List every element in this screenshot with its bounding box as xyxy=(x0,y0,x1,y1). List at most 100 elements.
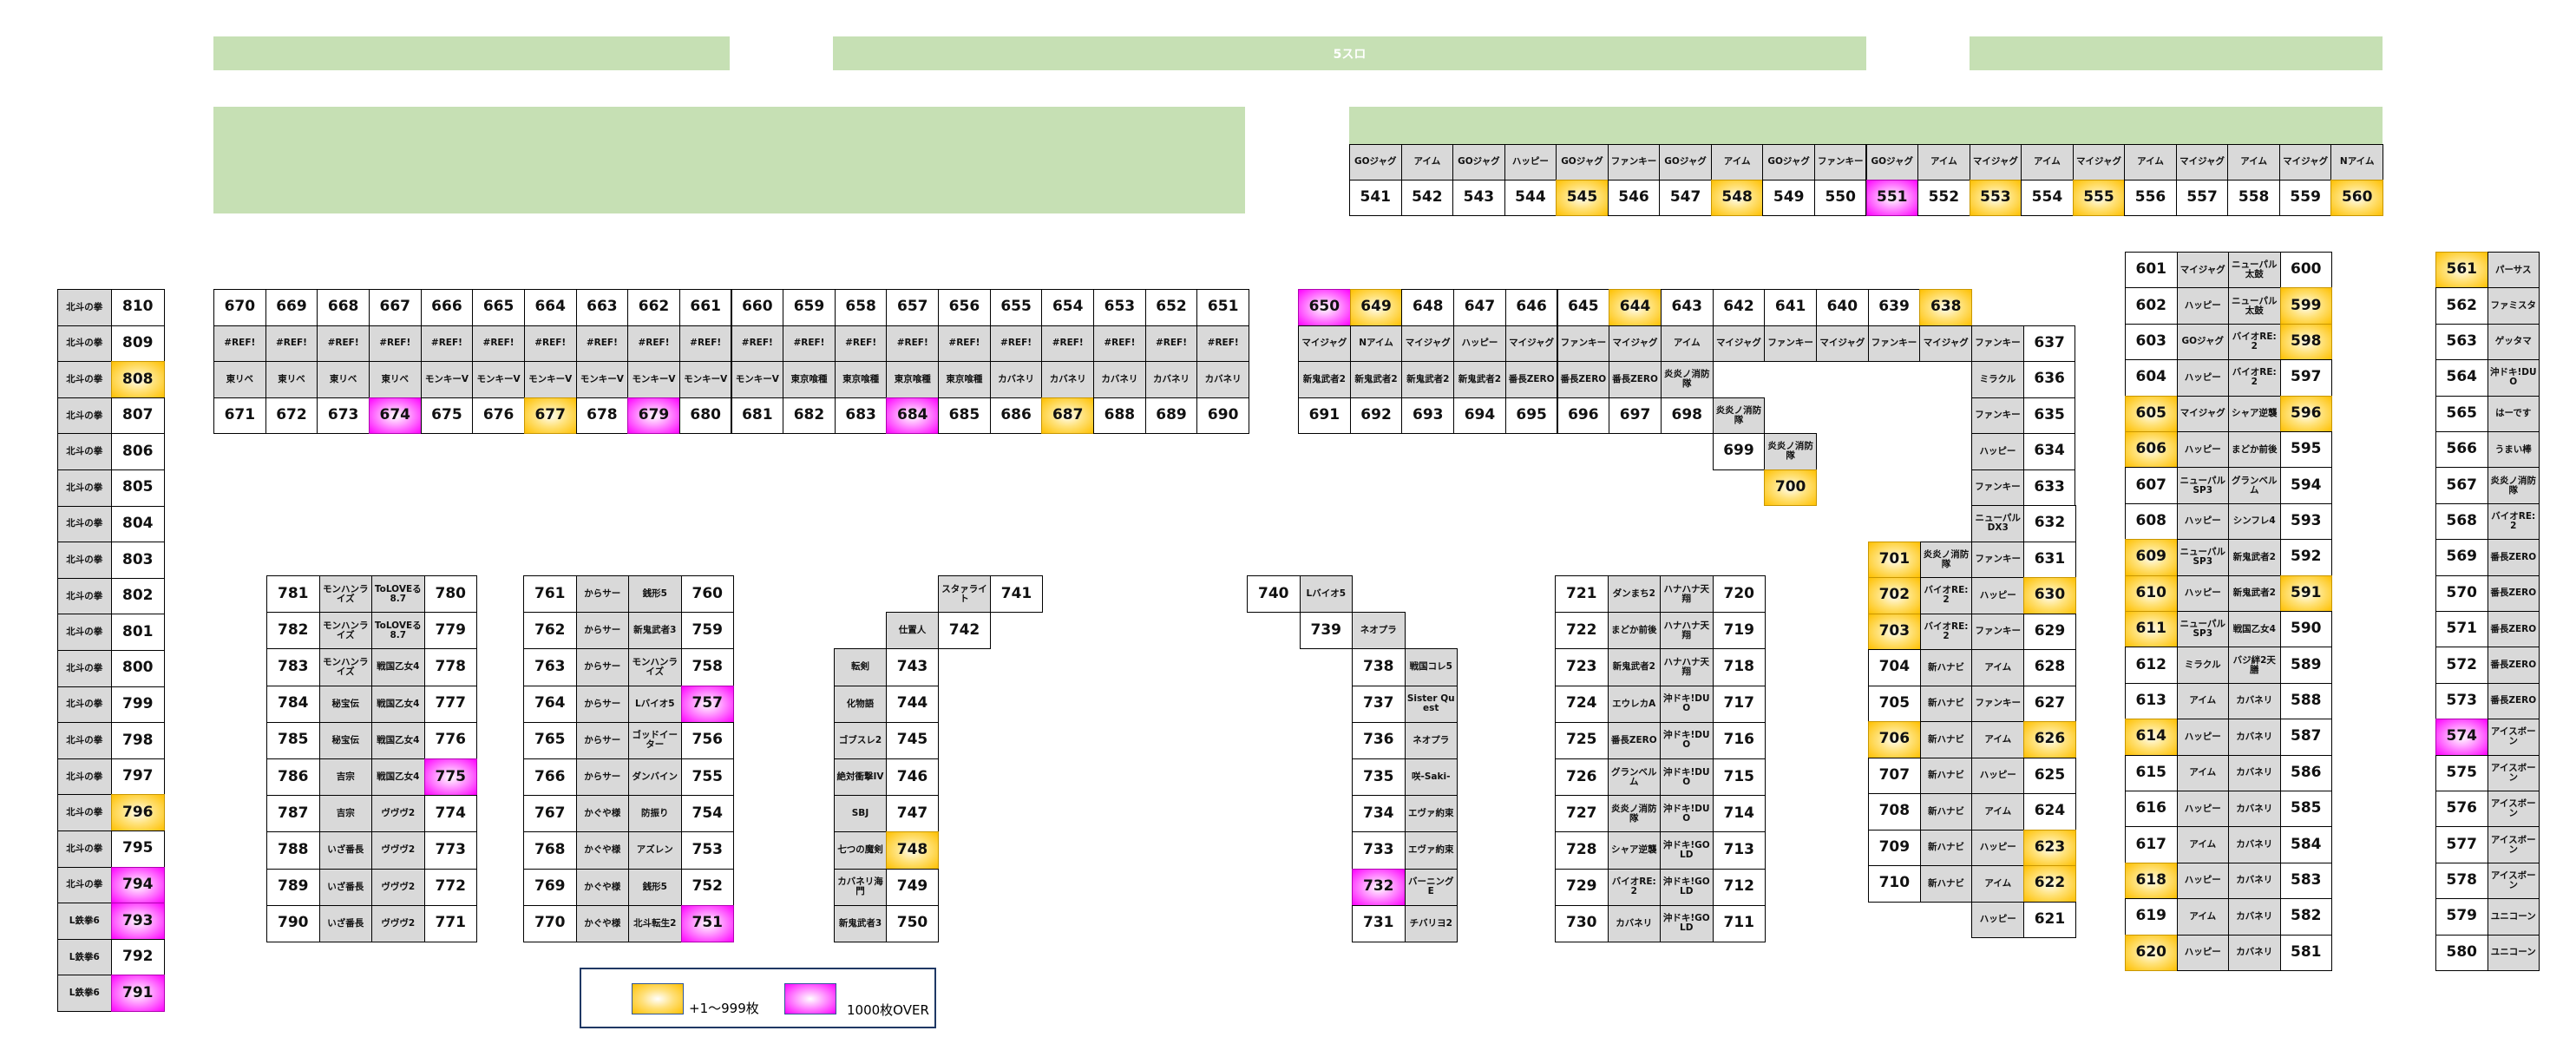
machine-model-cell: マイジャグ xyxy=(1816,325,1869,362)
machine-model-cell: 北斗の拳 xyxy=(57,361,112,398)
seat-number-cell: 780 xyxy=(423,575,477,614)
machine-model-cell: 防振り xyxy=(628,795,682,833)
seat-number-cell: 547 xyxy=(1659,180,1712,216)
machine-model-cell: マイジャグ xyxy=(1401,325,1455,362)
machine-model-cell: ToLOVEる8.7 xyxy=(371,575,425,614)
machine-model-cell: 仕置人 xyxy=(886,612,939,650)
machine-model-cell: 新ハナビ xyxy=(1919,685,1973,722)
seat-number-cell: 572 xyxy=(2435,647,2488,684)
seat-number-cell: 785 xyxy=(266,721,320,759)
machine-model-cell: かぐや様 xyxy=(575,868,629,906)
machine-model-cell: マイジャグ xyxy=(1609,325,1662,362)
machine-model-cell: #REF! xyxy=(886,325,940,363)
machine-model-cell: 沖ドキ!GOLD xyxy=(1660,831,1714,870)
machine-model-cell: シンフレ4 xyxy=(2228,502,2281,541)
machine-model-cell: 東京喰種 xyxy=(834,361,888,398)
machine-model-cell: ネオプラ xyxy=(1404,721,1458,759)
seat-number-cell: 724 xyxy=(1555,685,1609,723)
section-title: 5スロ xyxy=(1333,47,1367,62)
seat-number-cell: 744 xyxy=(886,685,939,723)
seat-number-cell: 778 xyxy=(423,648,477,686)
machine-model-cell: ハッピー xyxy=(1971,433,2024,470)
machine-model-cell: 番長ZERO xyxy=(2487,647,2540,684)
machine-model-cell: アイム xyxy=(2124,144,2177,181)
seat-number-plus-cell: 606 xyxy=(2125,431,2178,469)
seat-number-cell: 777 xyxy=(423,685,477,723)
seat-number-cell: 696 xyxy=(1557,397,1610,434)
machine-model-cell: #REF! xyxy=(575,325,629,363)
seat-number-cell: 652 xyxy=(1144,289,1198,326)
machine-model-cell: 番長ZERO xyxy=(2487,574,2540,612)
seat-number-cell: 682 xyxy=(783,397,836,435)
seat-number-cell: 604 xyxy=(2125,359,2178,397)
seat-number-cell: 680 xyxy=(678,397,732,435)
seat-number-cell: 595 xyxy=(2279,431,2332,469)
seat-number-cell: 727 xyxy=(1555,795,1609,833)
seat-number-cell: 781 xyxy=(266,575,320,614)
seat-number-cell: 643 xyxy=(1660,289,1714,326)
machine-model-cell: 東京喰種 xyxy=(783,361,836,398)
seat-number-cell: 786 xyxy=(266,758,320,797)
machine-model-cell: カバネリ xyxy=(2228,754,2281,791)
machine-model-cell: 北斗の拳 xyxy=(57,686,112,724)
machine-model-cell: #REF! xyxy=(989,325,1043,363)
machine-model-cell: マイジャグ xyxy=(2176,252,2229,289)
machine-model-cell: からサー xyxy=(575,758,629,797)
seat-number-cell: 752 xyxy=(680,868,734,906)
seat-number-cell: 636 xyxy=(2022,361,2076,398)
machine-model-cell: Lバイオ5 xyxy=(628,685,682,723)
seat-number-cell: 666 xyxy=(420,289,474,326)
seat-number-cell: 608 xyxy=(2125,502,2178,541)
machine-model-cell: 北斗の拳 xyxy=(57,758,112,796)
seat-number-cell: 578 xyxy=(2435,862,2488,900)
seat-number-plus-cell: 808 xyxy=(110,361,165,398)
machine-model-cell: アイム xyxy=(2176,898,2229,936)
machine-model-cell: 東京喰種 xyxy=(886,361,940,398)
seat-number-plus-cell: 553 xyxy=(1969,180,2022,216)
seat-number-cell: 665 xyxy=(472,289,525,326)
seat-number-cell: 631 xyxy=(2023,541,2076,578)
seat-number-plus-cell: 614 xyxy=(2125,719,2178,756)
machine-model-cell: エウレカA xyxy=(1607,685,1661,723)
seat-number-cell: 754 xyxy=(680,795,734,833)
seat-number-cell: 769 xyxy=(523,868,577,906)
machine-model-cell: ファミスタ xyxy=(2487,287,2540,325)
machine-model-cell: バイオRE:2 xyxy=(1919,577,1973,614)
seat-number-cell: 689 xyxy=(1144,397,1198,435)
machine-model-cell: #REF! xyxy=(1144,325,1198,363)
seat-number-over1000-cell: 791 xyxy=(110,975,165,1012)
seat-number-cell: 621 xyxy=(2023,901,2076,938)
seat-number-cell: 558 xyxy=(2227,180,2280,216)
seat-number-plus-cell: 703 xyxy=(1868,613,1921,650)
seat-number-cell: 728 xyxy=(1555,831,1609,870)
seat-number-plus-cell: 687 xyxy=(1041,397,1095,435)
machine-model-cell: マイジャグ xyxy=(2278,144,2332,181)
machine-model-cell: バイオRE:2 xyxy=(2228,323,2281,361)
seat-number-cell: 659 xyxy=(783,289,836,326)
machine-model-cell: 新ハナビ xyxy=(1919,757,1973,794)
seat-number-cell: 587 xyxy=(2279,719,2332,756)
machine-model-cell: ファンキー xyxy=(1764,325,1817,362)
machine-model-cell: #REF! xyxy=(678,325,732,363)
machine-model-cell: ニューパルSP3 xyxy=(2176,539,2229,576)
machine-model-cell: ファンキー xyxy=(1971,469,2024,506)
seat-number-cell: 741 xyxy=(990,575,1043,614)
seat-number-cell: 768 xyxy=(523,831,577,870)
machine-model-cell: ニューパル太鼓 xyxy=(2228,287,2281,325)
seat-number-cell: 543 xyxy=(1452,180,1505,216)
machine-model-cell: ファンキー xyxy=(1971,613,2025,650)
seat-number-cell: 567 xyxy=(2435,467,2488,504)
machine-model-cell: ダンまち2 xyxy=(1607,575,1661,614)
machine-model-cell: 新鬼武者2 xyxy=(1401,361,1455,398)
machine-model-cell: まどか前後 xyxy=(1607,612,1661,650)
seat-number-over1000-cell: 751 xyxy=(680,904,734,942)
machine-model-cell: アイスボーン xyxy=(2487,826,2540,863)
machine-model-cell: モンキーV xyxy=(627,361,680,398)
seat-number-cell: 645 xyxy=(1557,289,1610,326)
machine-model-cell: はーです xyxy=(2487,395,2540,432)
machine-model-cell: グランベルム xyxy=(1607,758,1661,797)
seat-number-cell: 581 xyxy=(2279,934,2332,971)
machine-model-cell: バーニングE xyxy=(1404,868,1458,906)
machine-model-cell: 北斗の拳 xyxy=(57,397,112,435)
seat-number-plus-cell: 677 xyxy=(523,397,577,435)
